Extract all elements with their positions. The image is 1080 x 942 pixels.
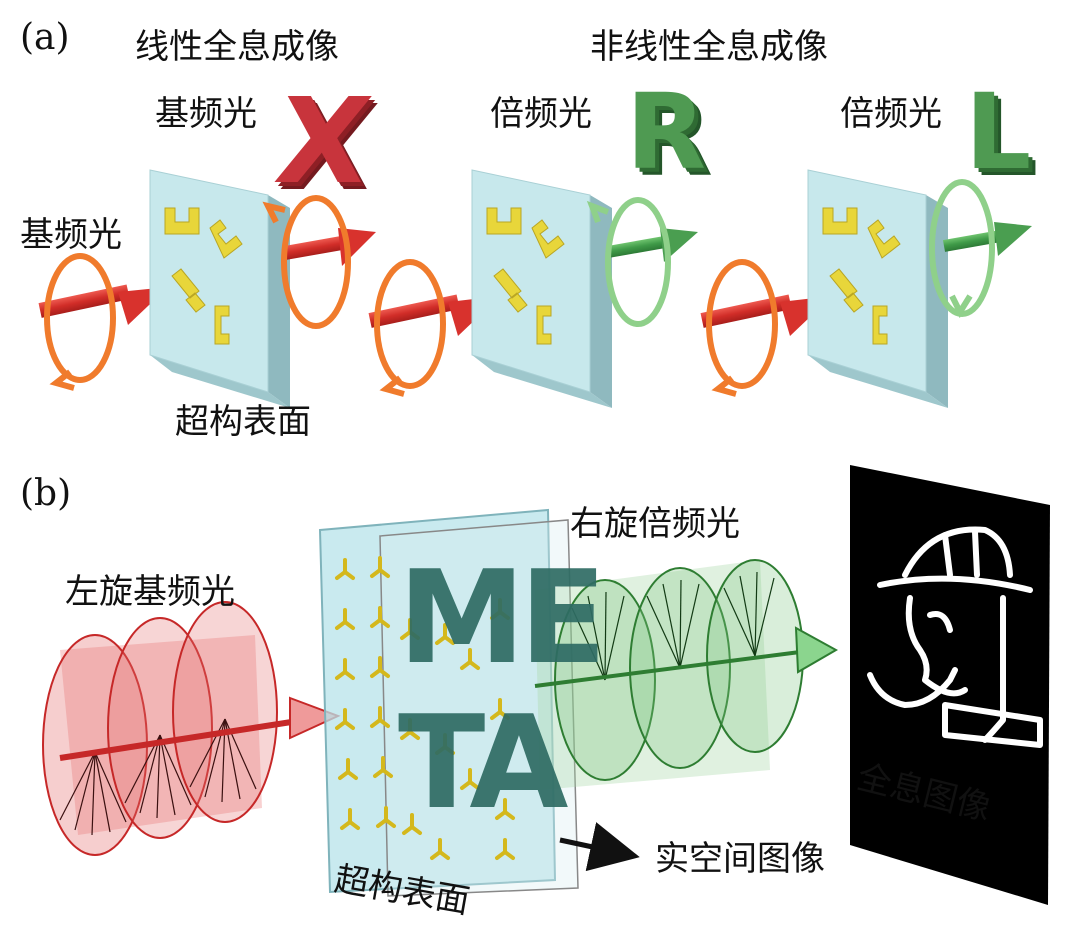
module-shg-l <box>701 170 1032 408</box>
panel-a-tag: (a) <box>20 20 70 56</box>
input-helix <box>43 602 338 855</box>
output-harmonic-label-2: 倍频光 <box>840 97 942 131</box>
hologram-letter-l: L <box>965 80 1031 184</box>
green-cone <box>796 628 836 672</box>
metasurface-plate <box>150 170 268 392</box>
hologram-letter-x: X <box>270 82 378 200</box>
output-rcp-label: 右旋倍频光 <box>570 507 740 541</box>
module-shg-r <box>369 170 698 408</box>
nonlinear-holography-title: 非线性全息成像 <box>590 30 828 64</box>
hologram-letter-r: R <box>626 80 706 184</box>
output-harmonic-label-1: 倍频光 <box>490 97 592 131</box>
input-fundamental-label: 基频光 <box>20 218 122 252</box>
circular-polarization-ring <box>47 256 113 380</box>
meta-letters-bottom: TA <box>398 700 562 828</box>
metasurface-label-a: 超构表面 <box>175 405 311 439</box>
linear-holography-title: 线性全息成像 <box>135 30 339 64</box>
input-lcp-label: 左旋基频光 <box>65 575 235 609</box>
real-space-image-label: 实空间图像 <box>655 842 825 876</box>
meta-letters-top: ME <box>398 555 601 683</box>
panel-b-tag: (b) <box>20 476 71 512</box>
hologram-screen <box>850 465 1050 905</box>
fundamental-beam-out <box>284 236 346 260</box>
output-fundamental-label: 基频光 <box>155 97 257 131</box>
circular-polarization-ring-out <box>284 198 348 326</box>
